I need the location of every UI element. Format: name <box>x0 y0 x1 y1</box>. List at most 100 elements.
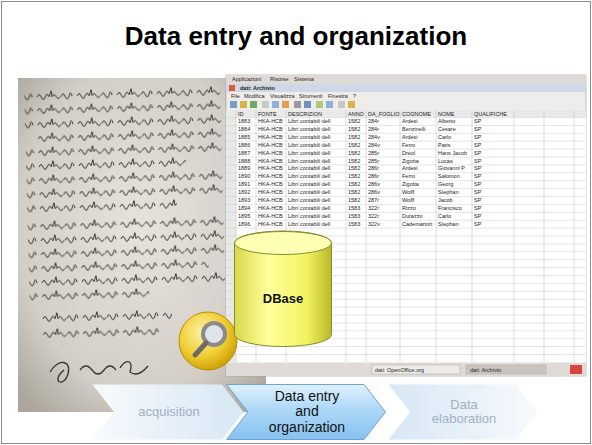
table-cell: Libri contabili dell <box>288 150 330 156</box>
table-cell: Rizzo <box>402 205 416 211</box>
table-cell: 1891 <box>238 181 250 187</box>
table-cell: 1582 <box>348 165 360 171</box>
table-cell: Carlo <box>438 134 451 140</box>
table-cell: HKA-HCB <box>258 150 283 156</box>
table-cell: 284r <box>368 126 379 132</box>
table-cell: SP <box>474 165 481 171</box>
column-header: QUALIFICHE <box>474 111 507 117</box>
table-cell: HKA-HCB <box>258 142 283 148</box>
menu-item: File <box>231 93 240 99</box>
process-step: Data elaboration <box>388 384 538 440</box>
table-cell: 1894 <box>238 205 250 211</box>
table-cell: SP <box>474 189 481 195</box>
table-cell: Libri contabili dell <box>288 189 330 195</box>
table-cell: SP <box>474 221 481 227</box>
table-cell: SP <box>474 213 481 219</box>
table-cell: 1583 <box>348 205 360 211</box>
table-cell: Hans Jacob <box>438 150 467 156</box>
chevron-shape <box>389 385 538 440</box>
table-cell: SP <box>474 142 481 148</box>
database-cylinder-outline <box>234 231 332 347</box>
table-cell: Zigotta <box>402 158 419 164</box>
table-cell: 1887 <box>238 150 250 156</box>
table-cell: 1890 <box>238 173 250 179</box>
table-cell: SP <box>474 197 481 203</box>
table-cell: 1885 <box>238 134 250 140</box>
menu-item: Applicazioni <box>232 76 261 82</box>
table-cell: Libri contabili dell <box>288 205 330 211</box>
table-cell: 1582 <box>348 173 360 179</box>
table-cell: 322r <box>368 205 379 211</box>
table-cell: Ferro <box>402 142 415 148</box>
table-cell: HKA-HCB <box>258 158 283 164</box>
database-cylinder: DBase <box>234 231 332 347</box>
column-header: COGNOME <box>402 111 431 117</box>
table-cell: Durazzo <box>402 213 422 219</box>
table-cell: HKA-HCB <box>258 173 283 179</box>
table-cell: Wolff <box>402 189 414 195</box>
table-cell: Carlo <box>438 213 451 219</box>
table-cell: 1582 <box>348 118 360 124</box>
table-cell: 285r <box>368 150 379 156</box>
table-cell: 286v <box>368 189 380 195</box>
table-cell: Zigotta <box>402 181 419 187</box>
table-cell: 1884 <box>238 126 250 132</box>
table-cell: HKA-HCB <box>258 118 283 124</box>
table-cell: HKA-HCB <box>258 134 283 140</box>
table-cell: 1582 <box>348 134 360 140</box>
table-cell: SP <box>474 158 481 164</box>
table-cell: Libri contabili dell <box>288 134 330 140</box>
table-cell: 286r <box>368 173 379 179</box>
signature <box>50 362 148 383</box>
table-cell: Benzinelli <box>402 126 426 132</box>
table-cell: Stephan <box>438 221 459 227</box>
table-cell: HKA-HCB <box>258 126 283 132</box>
table-cell: Ardesi <box>402 165 418 171</box>
table-cell: Wolff <box>402 197 414 203</box>
menu-item: Risorse <box>270 76 289 82</box>
table-cell: 284v <box>368 134 380 140</box>
table-cell: 1582 <box>348 158 360 164</box>
table-cell: Lucas <box>438 158 453 164</box>
table-cell: 1582 <box>348 181 360 187</box>
table-cell: Francisco <box>438 205 462 211</box>
table-cell: 287r <box>368 197 379 203</box>
table-cell: Georg <box>438 181 453 187</box>
table-cell: 1583 <box>348 221 360 227</box>
table-cell: 1883 <box>238 118 250 124</box>
handwriting <box>24 85 226 340</box>
node-label: DBase <box>263 292 303 306</box>
table-cell: Libri contabili dell <box>288 213 330 219</box>
table-cell: 1889 <box>238 165 250 171</box>
table-cell: 284v <box>368 142 380 148</box>
table-cell: 1895 <box>238 213 250 219</box>
table-cell: HKA-HCB <box>258 213 283 219</box>
process-step: acquisition <box>92 384 244 440</box>
table-cell: Libri contabili dell <box>288 126 330 132</box>
cylinder-top <box>235 232 332 255</box>
taskbar-label: dati: Archivio <box>470 367 501 373</box>
current-process-step: Data entry and organization <box>226 384 386 440</box>
column-header: DA_FOGLIO <box>368 111 399 117</box>
table-cell: HKA-HCB <box>258 181 283 187</box>
table-cell: 322v <box>368 221 380 227</box>
table-cell: HKA-HCB <box>258 197 283 203</box>
table-cell: 1582 <box>348 126 360 132</box>
table-cell: Libri contabili dell <box>288 173 330 179</box>
menu-item: Modifica <box>244 93 264 99</box>
table-cell: HKA-HCB <box>258 205 283 211</box>
table-cell: Libri contabili dell <box>288 158 330 164</box>
node-label: acquisition <box>138 405 199 419</box>
column-header: DESCRIZION <box>288 111 322 117</box>
chevron-shape <box>227 385 386 440</box>
menu-item: Sistema <box>294 76 314 82</box>
column-header: FONTE <box>258 111 277 117</box>
table-cell: 1582 <box>348 142 360 148</box>
table-cell: 1583 <box>348 213 360 219</box>
table-cell: Libri contabili dell <box>288 165 330 171</box>
node-label: Data entry and organization <box>265 389 349 435</box>
table-cell: Libri contabili dell <box>288 181 330 187</box>
table-cell: 1892 <box>238 189 250 195</box>
table-cell: 1582 <box>348 150 360 156</box>
